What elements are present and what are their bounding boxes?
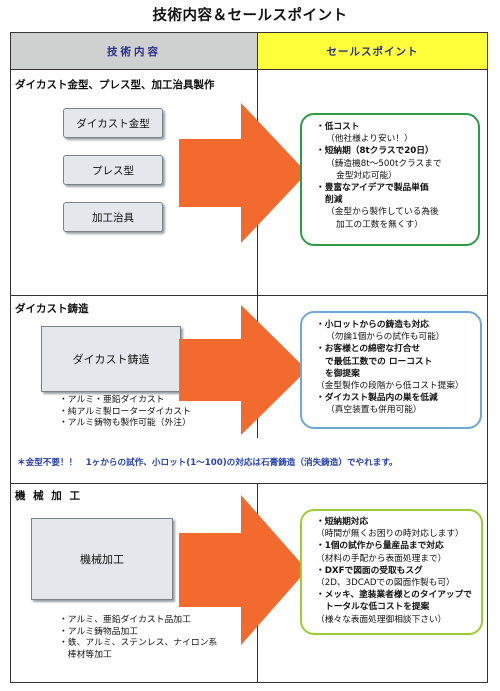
list-item: ・アルミ鋳物も製作可能（外注） (59, 418, 191, 428)
section-title-casting: ダイカスト鋳造 (15, 303, 89, 315)
sales-point-line: ・ダイカスト製品内の巣を低減 (316, 393, 438, 404)
mold-box-press: プレス型 (63, 155, 163, 185)
sales-point-line: （他社様より安い！） (326, 134, 413, 145)
list-item: ・アルミ、亜鉛ダイカスト品加工 (59, 615, 191, 625)
sales-point-line: （金型から製作している為後 (326, 207, 439, 218)
list-item: ・アルミ鋳物品加工 (59, 626, 139, 637)
sales-point-line: トータルな低コストを提案 (325, 602, 430, 613)
sales-point-line: （時間が無くお困りの時対応します） (316, 529, 464, 540)
arrow-shape (179, 103, 307, 243)
sales-point-line: ・1個の試作から量産品まで対応 (316, 541, 444, 552)
section-title-mold: ダイカスト金型、プレス型、加工治具製作 (15, 79, 215, 91)
sales-point-line: （様々な表面処理御相談下さい） (316, 614, 447, 625)
note-text: ＊金型不要！！ 1ヶからの試作、小ロット(1～100)の対応は石膏鋳造（消失鋳造… (17, 458, 398, 468)
sales-point-line: ・短納期（8tクラスで20日） (316, 146, 434, 157)
header-tech-content: 技術内容 (11, 33, 257, 69)
sales-point-line: （真空装置も併用可能） (326, 405, 422, 416)
section-title-machining: 機 械 加 工 (15, 490, 82, 502)
arrow-shape (179, 305, 307, 435)
sales-points-machining: ・短納期対応 （時間が無くお困りの時対応します）・1個の試作から量産品まで対応（材… (300, 509, 483, 635)
sales-point-line: （材料の手配から表面処理まで） (316, 553, 447, 564)
content-table: 技術内容 セールスポイント ダイカスト金型、プレス型、加工治具製作 ダイカスト金… (10, 32, 488, 683)
header-sales-point: セールスポイント (258, 33, 487, 69)
sales-point-line: ・メッキ、塗装業者様とのタイアップで (316, 590, 472, 601)
sales-points-casting: ・小ロットからの鋳造も対応 （勿論1個からの試作も可能）・お客様との綿密な打合せで… (300, 311, 482, 429)
list-item: ・アルミ・亜鉛ダイカスト (59, 395, 165, 405)
divider (11, 483, 487, 484)
sales-point-line: ・豊富なアイデアで製品単価 (316, 183, 429, 194)
machining-list: ・アルミ、亜鉛ダイカスト品加工 ・アルミ鋳物品加工 ・鉄、アルミ、ステンレス、ナ… (59, 615, 217, 661)
sales-point-line: で最低工数での ローコスト (325, 356, 433, 367)
sales-point-line: （鋳造機8t～500tクラスまで (326, 158, 442, 169)
machining-box: 機械加工 (31, 518, 173, 600)
sales-point-line: ・小ロットからの鋳造も対応 (316, 320, 429, 330)
divider (11, 69, 487, 70)
sales-point-line: ・お客様との綿密な打合せ (316, 344, 421, 355)
casting-list: ・アルミ・亜鉛ダイカスト ・純アルミ製ローターダイカスト ・アルミ鋳物も製作可能… (59, 395, 191, 430)
sales-point-line: ・短納期対応 (316, 517, 369, 527)
divider (257, 33, 258, 69)
mold-box-jig: 加工治具 (63, 202, 163, 232)
arrow-shape (179, 495, 307, 645)
list-item: ・鉄、アルミ、ステンレス、ナイロン系 (59, 638, 218, 648)
divider (11, 295, 487, 296)
arrow-icon (179, 495, 307, 645)
arrow-icon (179, 103, 307, 243)
sales-point-line: 削減 (325, 195, 343, 206)
sales-point-line: （2D、3DCADでの図面作製も可） (316, 578, 455, 589)
casting-box: ダイカスト鋳造 (41, 326, 181, 392)
sales-point-line: ・低コスト (316, 122, 360, 132)
arrow-icon (179, 305, 307, 435)
sales-point-line: （勿論1個からの試作も可能） (326, 332, 445, 343)
sales-point-line: 金型対応可能） (336, 170, 397, 181)
page-title: 技術内容＆セールスポイント (152, 8, 348, 24)
mold-box-diecast: ダイカスト金型 (63, 108, 163, 138)
sales-point-line: を御提案 (325, 368, 360, 379)
list-item: 棒材等加工 (59, 649, 112, 660)
sales-point-line: 加工の工数を無くす） (336, 219, 423, 230)
sales-point-line: ・DXFで図面の受取もスグ (316, 565, 423, 576)
sales-point-line: （金型製作の段階から低コスト提案） (316, 381, 464, 392)
sales-points-mold: ・低コスト （他社様より安い！）・短納期（8tクラスで20日）（鋳造機8t～500… (300, 113, 480, 246)
list-item: ・純アルミ製ローターダイカスト (59, 406, 191, 417)
